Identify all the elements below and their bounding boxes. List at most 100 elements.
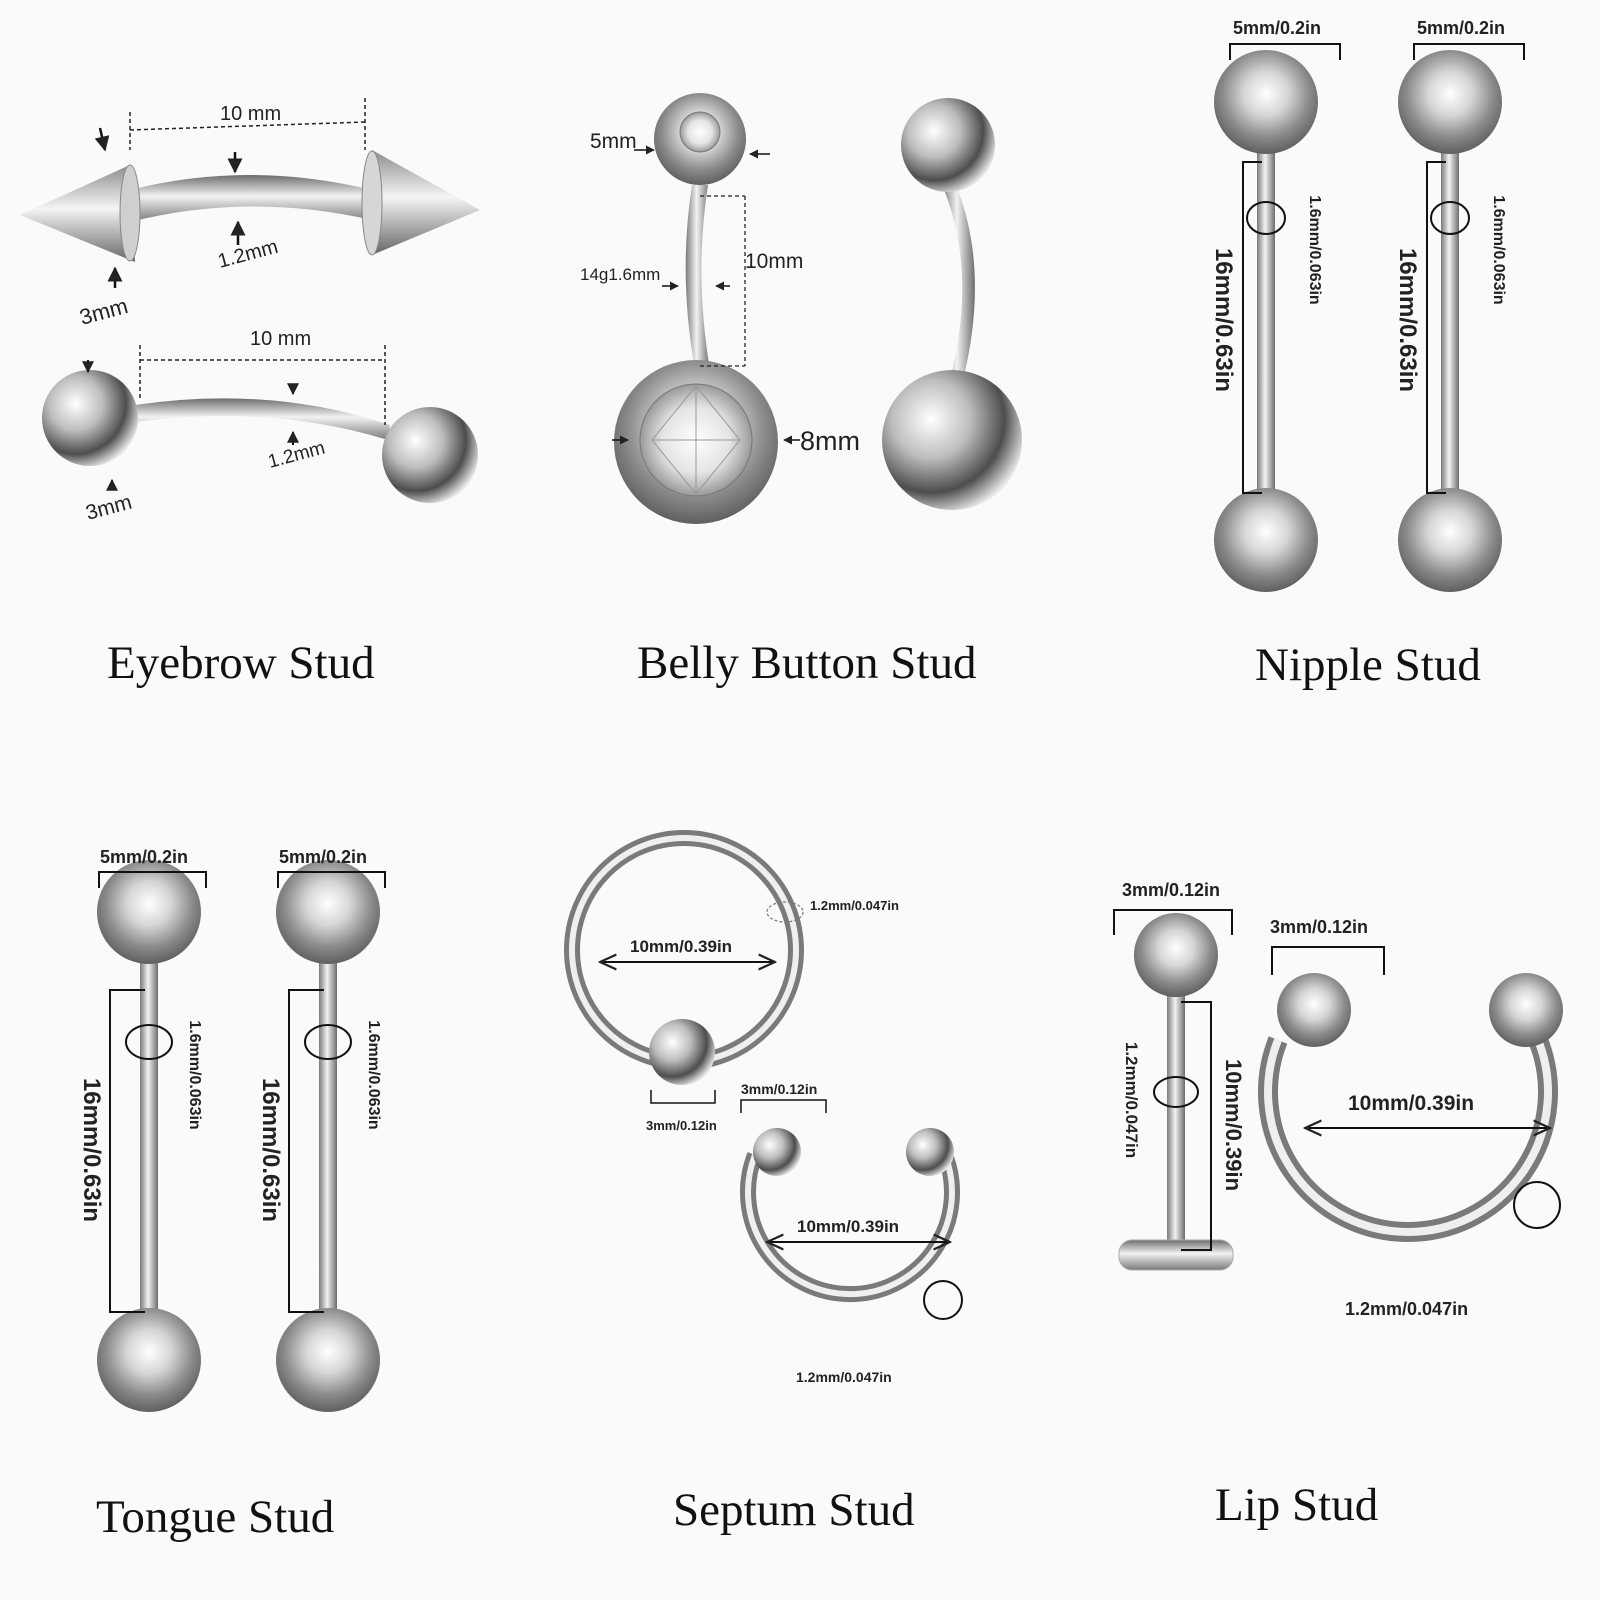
lip-labret-ball-label: 3mm/0.12in xyxy=(1122,880,1220,900)
tongue-2-ball-label: 5mm/0.2in xyxy=(279,847,367,867)
eyebrow-spike-bar xyxy=(130,175,372,222)
tongue-barbell-1: 5mm/0.2in 16mm/0.63in 1.6mm/0.063in xyxy=(78,847,207,1412)
caption-nipple-stud: Nipple Stud xyxy=(1255,639,1481,691)
tongue-2-bar xyxy=(319,960,337,1322)
bracket xyxy=(1426,161,1446,494)
nipple-1-gauge-label: 1.6mm/0.063in xyxy=(1306,195,1323,304)
eyebrow-ball-bar xyxy=(135,398,390,440)
septum-ring-ball-label: 3mm/0.12in xyxy=(646,1118,717,1133)
lip-labret: 3mm/0.12in 1.2mm/0.047in 10mm/0.39in xyxy=(1113,880,1246,1271)
bracket xyxy=(1242,161,1262,494)
septum-horseshoe-diameter-label: 10mm/0.39in xyxy=(797,1217,899,1236)
nipple-barbell-1: 5mm/0.2in 16mm/0.63in 1.6mm/0.063in xyxy=(1210,18,1341,592)
bracket xyxy=(288,989,324,1313)
bracket xyxy=(98,871,207,888)
septum-captive-ring: 10mm/0.39in 1.2mm/0.047in 3mm/0.12in xyxy=(564,830,899,1133)
gauge-circle xyxy=(125,1024,173,1060)
eyebrow-spike-ball-label: 3mm xyxy=(77,293,131,330)
tongue-1-bar xyxy=(140,960,158,1322)
gauge-circle xyxy=(1513,1181,1561,1229)
nipple-2-ball-label: 5mm/0.2in xyxy=(1417,18,1505,38)
bracket xyxy=(1271,946,1385,975)
belly-bottom-ball-label: 8mm xyxy=(800,426,860,456)
gauge-circle xyxy=(1153,1076,1199,1108)
nipple-1-ball-label: 5mm/0.2in xyxy=(1233,18,1321,38)
bracket xyxy=(1181,1001,1212,1251)
belly-plain-bottom-ball xyxy=(882,370,1022,510)
bracket xyxy=(1229,43,1341,60)
belly-top-gem xyxy=(679,111,721,153)
gem-facets xyxy=(651,385,741,495)
belly-plain-barbell xyxy=(882,98,1022,510)
eyebrow-spike-gauge-label: 1.2mm xyxy=(216,236,281,273)
tongue-1-length-label: 16mm/0.63in xyxy=(78,1078,105,1222)
lip-labret-ball xyxy=(1134,913,1218,997)
septum-horseshoe: 3mm/0.12in 10mm/0.39in 1.2mm/0.047in xyxy=(740,1081,963,1385)
spike-base xyxy=(361,150,383,256)
eyebrow-right-spike xyxy=(372,150,480,255)
nipple-1-length-label: 16mm/0.63in xyxy=(1210,248,1237,392)
bracket xyxy=(109,989,145,1313)
septum-horseshoe-gauge-label: 1.2mm/0.047in xyxy=(796,1369,892,1385)
belly-gauge-label: 14g1.6mm xyxy=(580,265,660,284)
eyebrow-ball-barbell: 10 mm 1.2mm 3mm xyxy=(42,328,478,525)
nipple-barbell-2: 5mm/0.2in 16mm/0.63in 1.6mm/0.063in xyxy=(1394,18,1525,592)
eyebrow-ball-length-label: 10 mm xyxy=(250,328,311,350)
eyebrow-right-ball xyxy=(382,407,478,503)
tongue-2-top-ball xyxy=(276,860,380,964)
belly-gem-bar xyxy=(685,185,710,370)
tongue-1-gauge-label: 1.6mm/0.063in xyxy=(186,1020,203,1129)
lip-horseshoe-left-ball xyxy=(1277,973,1351,1047)
lip-labret-bar xyxy=(1167,990,1185,1248)
belly-gem-barbell: 5mm 14g1.6mm 10mm 8mm xyxy=(580,93,860,524)
nipple-1-bar xyxy=(1257,150,1275,495)
caption-lip-stud: Lip Stud xyxy=(1215,1479,1379,1531)
bracket xyxy=(740,1099,827,1113)
bracket xyxy=(277,871,386,888)
ring-highlight xyxy=(745,1153,955,1298)
lip-horseshoe: 3mm/0.12in 10mm/0.39in 1.2mm/0.047in xyxy=(1258,917,1563,1319)
lip-labret-gauge-label: 1.2mm/0.047in xyxy=(1122,1042,1141,1158)
belly-length-label: 10mm xyxy=(745,250,803,273)
nipple-2-gauge-label: 1.6mm/0.063in xyxy=(1490,195,1507,304)
nipple-1-top-ball xyxy=(1214,50,1318,154)
eyebrow-ball-ball-label: 3mm xyxy=(83,491,134,525)
nipple-2-top-ball xyxy=(1398,50,1502,154)
lip-horseshoe-gauge-label: 1.2mm/0.047in xyxy=(1345,1299,1468,1319)
lip-horseshoe-ring xyxy=(1258,1036,1558,1242)
tongue-1-bottom-ball xyxy=(97,1308,201,1412)
bracket xyxy=(650,1090,716,1104)
arrow xyxy=(94,127,110,152)
septum-horseshoe-right-ball xyxy=(906,1128,954,1176)
eyebrow-ball-gauge-label: 1.2mm xyxy=(266,438,328,473)
lip-horseshoe-right-ball xyxy=(1489,973,1563,1047)
nipple-1-bottom-ball xyxy=(1214,488,1318,592)
nipple-2-length-label: 16mm/0.63in xyxy=(1394,248,1421,392)
tongue-1-top-ball xyxy=(97,860,201,964)
caption-belly-button-stud: Belly Button Stud xyxy=(637,637,977,689)
septum-horseshoe-left-ball xyxy=(753,1128,801,1176)
bracket xyxy=(1413,43,1525,60)
gauge-circle xyxy=(1246,201,1286,235)
lip-labret-disc xyxy=(1118,1239,1234,1271)
lip-horseshoe-ball-label: 3mm/0.12in xyxy=(1270,917,1368,937)
gauge-circle xyxy=(766,901,804,923)
belly-plain-top-ball xyxy=(901,98,995,192)
eyebrow-spike-barbell: 10 mm 1.2mm 3mm xyxy=(20,98,480,330)
belly-plain-bar xyxy=(942,185,975,380)
gauge-circle xyxy=(304,1024,352,1060)
eyebrow-left-spike xyxy=(20,165,135,262)
caption-septum-stud: Septum Stud xyxy=(673,1484,915,1536)
septum-horseshoe-ball-label: 3mm/0.12in xyxy=(741,1081,817,1097)
gauge-circle xyxy=(1430,201,1470,235)
bracket xyxy=(1113,909,1233,935)
caption-eyebrow-stud: Eyebrow Stud xyxy=(107,637,375,689)
septum-ring-ball xyxy=(649,1019,715,1085)
nipple-2-bar xyxy=(1441,150,1459,495)
caption-tongue-stud: Tongue Stud xyxy=(96,1491,335,1543)
tongue-1-ball-label: 5mm/0.2in xyxy=(100,847,188,867)
lip-labret-length-label: 10mm/0.39in xyxy=(1221,1059,1246,1191)
gauge-circle xyxy=(923,1280,963,1320)
tongue-barbell-2: 5mm/0.2in 16mm/0.63in 1.6mm/0.063in xyxy=(257,847,386,1412)
